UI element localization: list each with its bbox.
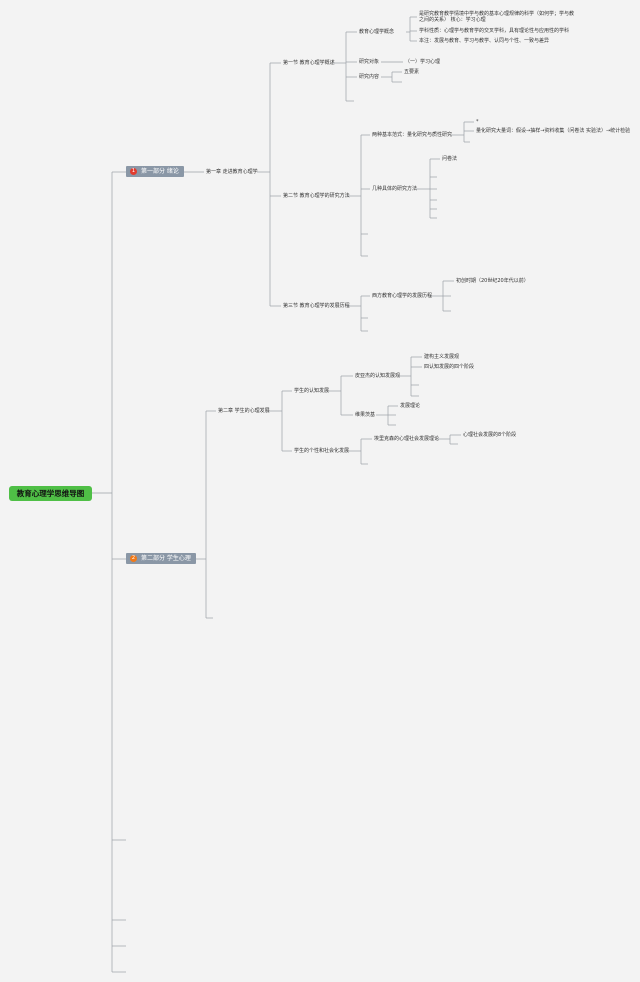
methods-node[interactable]: 几种具体的研究方法 [372, 186, 418, 192]
root-topic[interactable]: 教育心理学思维导图 [9, 486, 92, 501]
concept-item-2[interactable]: 之间的关系） 核心：学习心理 [419, 17, 486, 23]
content-item[interactable]: 五要素 [404, 69, 420, 75]
object-node[interactable]: 研究对象 [359, 59, 380, 65]
section-1-node[interactable]: 第一节 教育心理学概述 [283, 60, 335, 66]
history-node[interactable]: 西方教育心理学的发展历程 [372, 293, 433, 299]
methods-item[interactable]: 问卷法 [442, 156, 458, 162]
personality-development-node[interactable]: 学生的个性和社会化发展 [294, 448, 350, 454]
concept-node[interactable]: 教育心理学概念 [359, 29, 395, 35]
part-2-label: 第二部分 学生心理 [141, 555, 191, 562]
object-item[interactable]: （一）学习心理 [405, 59, 441, 65]
part-1-node[interactable]: 1 第一部分 绪论 [126, 166, 184, 177]
piaget-item-1[interactable]: 建构主义发展观 [424, 354, 460, 360]
chapter-2-node[interactable]: 第二章 学生的心理发展 [218, 408, 270, 414]
paradigm-item-1[interactable]: * [476, 119, 479, 125]
chapter-1-node[interactable]: 第一章 走进教育心理学 [206, 169, 258, 175]
vygotsky-item[interactable]: 发展理论 [400, 403, 421, 409]
part-2-node[interactable]: 2 第二部分 学生心理 [126, 553, 196, 564]
cognitive-development-node[interactable]: 学生的认知发展 [294, 388, 330, 394]
part-1-label: 第一部分 绪论 [141, 168, 179, 175]
piaget-node[interactable]: 皮亚杰的认知发展观 [355, 373, 401, 379]
number-1-icon: 1 [130, 168, 137, 175]
history-item[interactable]: 初创时期（20世纪20年代以前） [456, 278, 529, 284]
vygotsky-node[interactable]: 维果茨基 [355, 412, 376, 418]
paradigm-node[interactable]: 两种基本范式：量化研究与质性研究 [372, 132, 453, 138]
number-2-icon: 2 [130, 555, 137, 562]
concept-item-3[interactable]: 学科性质：心理学与教育学的交叉学科，具有理论性与应用性的学科 [419, 28, 570, 34]
section-2-node[interactable]: 第二节 教育心理学的研究方法 [283, 193, 350, 199]
erikson-node[interactable]: 埃里克森的心理社会发展理论 [374, 436, 440, 442]
concept-item-1[interactable]: 是研究教育教学情境中学与教的基本心理规律的科学（如何学；学与教 [419, 11, 575, 17]
erikson-item[interactable]: 心理社会发展的8个阶段 [463, 432, 517, 438]
concept-item-4[interactable]: 本注：发展与教育、学习与教学、认同与个性、一致与差异 [419, 38, 550, 44]
paradigm-item-2[interactable]: 量化研究大量词：假设→抽样→资料收集（问卷法 实验法）→统计检验 [476, 128, 631, 134]
section-3-node[interactable]: 第三节 教育心理学的发展历程 [283, 303, 350, 309]
piaget-item-2[interactable]: 四认知发展的四个阶段 [424, 364, 475, 370]
content-node[interactable]: 研究内容 [359, 74, 380, 80]
